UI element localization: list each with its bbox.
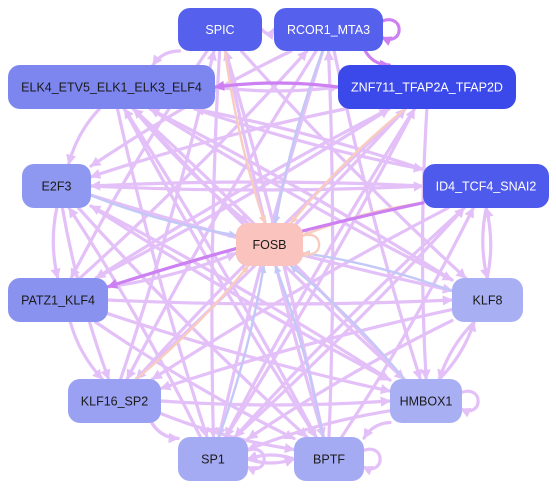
edge-klf8-to-elk4 <box>148 107 454 282</box>
node-label: SPIC <box>205 23 234 37</box>
node-label: KLF8 <box>473 294 503 308</box>
edge-bptf-to-sp1 <box>246 451 296 461</box>
edge-hmbox1-to-hmbox1 <box>458 389 480 418</box>
node-fosb: FOSB <box>236 223 303 266</box>
edge-patz1-to-klf8 <box>106 295 454 306</box>
node-label: ID4_TCF4_SNAI2 <box>436 180 537 194</box>
node-rcor1-mta3: RCOR1_MTA3 <box>274 8 383 51</box>
edge-e2f3-to-fosb <box>89 194 238 238</box>
node-label: PATZ1_KLF4 <box>21 294 95 308</box>
edge-hmbox1-to-bptf <box>362 420 392 440</box>
edge-sp1-to-sp1 <box>244 447 266 476</box>
edge-elk4-to-e2f3 <box>66 107 101 166</box>
edge-elk4-to-id4 <box>193 107 425 173</box>
edge-klf8-to-hmbox1 <box>437 320 476 381</box>
node-id4: ID4_TCF4_SNAI2 <box>423 164 549 208</box>
node-box <box>338 65 516 109</box>
node-label: SP1 <box>201 453 225 467</box>
edge-id4-to-klf8 <box>480 206 491 280</box>
node-klf8: KLF8 <box>452 278 523 322</box>
edge-bptf-to-rcor1_mta3 <box>323 49 335 439</box>
edge-elk4-to-sp1 <box>115 107 210 439</box>
edge-znf711-to-elk4 <box>213 80 340 91</box>
node-hmbox1: HMBOX1 <box>390 379 462 423</box>
edge-spic-to-sp1 <box>208 49 222 439</box>
edge-sp1-to-znf711 <box>224 107 416 439</box>
node-box <box>178 8 262 51</box>
edge-rcor1_mta3-to-rcor1_mta3 <box>379 18 401 46</box>
node-label: FOSB <box>252 238 286 252</box>
edge-id4-to-e2f3 <box>89 180 425 191</box>
edge-znf711-to-e2f3 <box>89 107 347 179</box>
edge-sp1-to-id4 <box>233 206 466 439</box>
edge-rcor1_mta3-to-znf711 <box>363 49 391 71</box>
node-label: KLF16_SP2 <box>81 395 148 409</box>
edge-patz1-to-klf16 <box>68 320 104 381</box>
edge-znf711-to-hmbox1 <box>420 107 431 381</box>
node-box <box>423 164 549 208</box>
node-box <box>178 437 248 481</box>
edge-rcor1_mta3-to-fosb <box>272 49 324 225</box>
node-box <box>274 8 383 51</box>
node-box <box>294 437 364 481</box>
edge-spic-to-fosb <box>223 49 267 225</box>
node-box <box>68 379 161 423</box>
edge-patz1-to-znf711 <box>94 107 391 280</box>
edge-hmbox1-to-klf8 <box>437 320 477 381</box>
edge-bptf-to-fosb <box>274 264 325 439</box>
node-box <box>8 65 215 109</box>
node-label: ZNF711_TFAP2A_TFAP2D <box>351 81 503 95</box>
edge-hmbox1-to-sp1 <box>246 409 392 452</box>
edge-bptf-to-id4 <box>340 206 475 439</box>
edge-klf8-to-id4 <box>483 206 494 280</box>
edge-id4-to-klf16 <box>150 206 450 381</box>
node-label: RCOR1_MTA3 <box>287 23 370 37</box>
edge-e2f3-to-bptf <box>76 206 309 439</box>
node-box <box>8 278 108 322</box>
node-spic: SPIC <box>178 8 262 51</box>
edge-bptf-to-bptf <box>360 447 382 476</box>
edge-fosb-to-fosb <box>299 233 321 259</box>
node-box <box>452 278 523 322</box>
node-klf16: KLF16_SP2 <box>68 379 161 423</box>
edge-klf8-to-fosb <box>301 250 454 293</box>
edge-patz1-to-fosb <box>106 251 238 289</box>
edge-sp1-to-bptf <box>246 457 296 467</box>
edge-patz1-to-hmbox1 <box>106 312 392 395</box>
edge-spic-to-elk4 <box>151 49 181 67</box>
edge-id4-to-elk4 <box>193 105 425 171</box>
edge-hmbox1-to-fosb <box>289 264 406 381</box>
node-e2f3: E2F3 <box>22 164 91 208</box>
edge-bptf-to-elk4 <box>122 107 318 439</box>
edge-klf16-to-fosb <box>135 264 250 381</box>
edge-e2f3-to-patz1 <box>50 206 61 280</box>
node-label: ELK4_ETV5_ELK1_ELK3_ELF4 <box>21 81 202 95</box>
edge-sp1-to-fosb <box>217 264 267 439</box>
node-box <box>236 223 303 266</box>
edge-elk4-to-klf8 <box>148 107 454 282</box>
node-box <box>390 379 462 423</box>
edge-znf711-to-sp1 <box>224 107 416 439</box>
edge-klf8-to-sp1 <box>246 319 454 441</box>
edge-sp1-to-e2f3 <box>67 206 202 439</box>
node-bptf: BPTF <box>294 437 364 481</box>
node-box <box>22 164 91 208</box>
node-label: E2F3 <box>42 180 72 194</box>
node-label: HMBOX1 <box>400 395 453 409</box>
node-patz1: PATZ1_KLF4 <box>8 278 108 322</box>
edge-spic-to-rcor1_mta3 <box>260 27 276 40</box>
edge-elk4-to-fosb <box>132 107 250 225</box>
node-label: BPTF <box>313 453 345 467</box>
node-sp1: SP1 <box>178 437 248 481</box>
edge-klf16-to-sp1 <box>150 421 180 444</box>
edge-znf711-to-fosb <box>289 107 407 225</box>
edge-klf16-to-hmbox1 <box>159 396 392 407</box>
node-elk4: ELK4_ETV5_ELK1_ELK3_ELF4 <box>8 65 215 109</box>
edge-hmbox1-to-e2f3 <box>89 204 392 382</box>
node-znf711: ZNF711_TFAP2A_TFAP2D <box>338 65 516 109</box>
